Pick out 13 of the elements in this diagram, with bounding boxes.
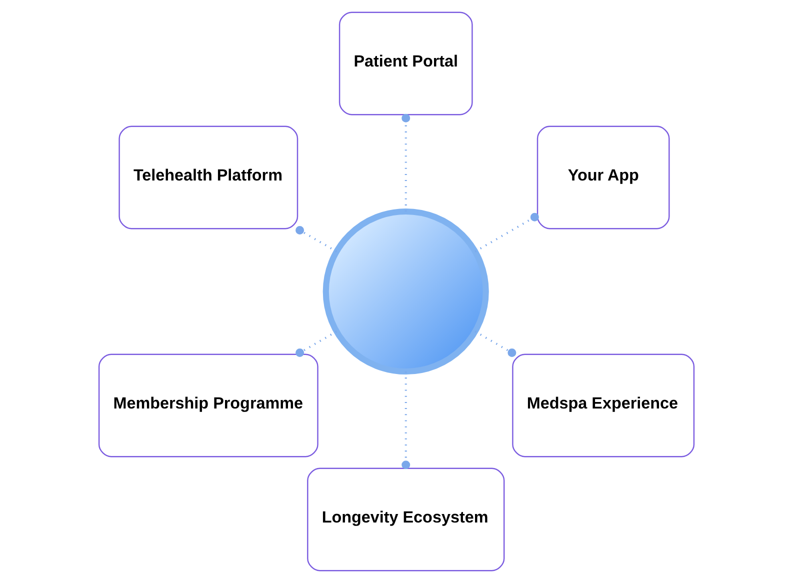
node-box: Patient Portal xyxy=(338,12,473,116)
node-box: Medspa Experience xyxy=(512,354,695,458)
connector xyxy=(402,372,410,470)
node-box: Telehealth Platform xyxy=(118,126,298,230)
node-circle xyxy=(322,208,489,375)
connector xyxy=(296,330,338,357)
connector xyxy=(474,330,516,357)
connector xyxy=(296,226,338,252)
node-box: Longevity Ecosystem xyxy=(307,468,505,572)
connector xyxy=(402,114,410,212)
connector xyxy=(474,212,539,252)
node-box: Membership Programme xyxy=(98,354,318,458)
node-box: Your App xyxy=(536,126,670,230)
